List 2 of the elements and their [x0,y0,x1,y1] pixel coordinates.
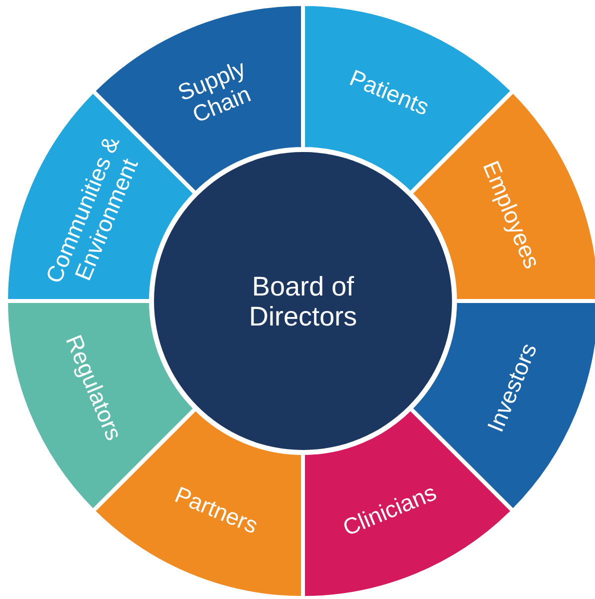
center-label: Board of Directors [249,271,357,332]
segment-label: Supply Chain [174,54,254,128]
